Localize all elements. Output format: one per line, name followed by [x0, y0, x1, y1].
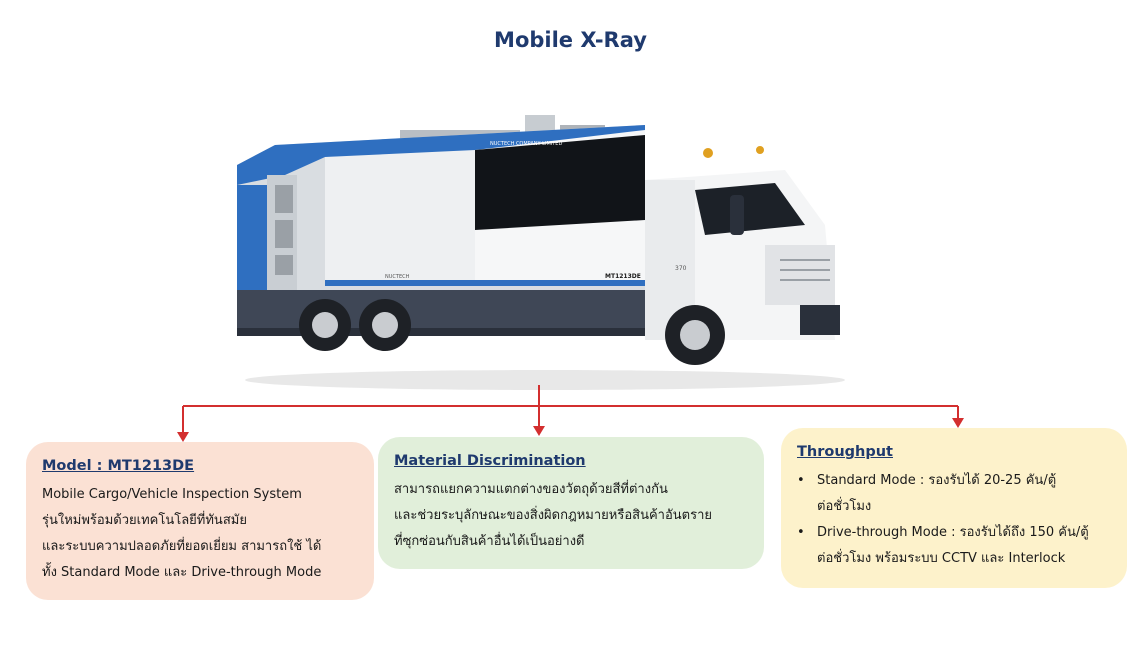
material-heading: Material Discrimination: [394, 453, 586, 469]
model-line-3: และระบบความปลอดภัยที่ยอดเยี่ยม สามารถใช้…: [42, 539, 322, 554]
arrow-down-left-icon: [177, 432, 189, 442]
material-line-2: และช่วยระบุลักษณะของสิ่งผิดกฎหมายหรือสิน…: [394, 508, 712, 523]
throughput-item-standard: • Standard Mode : รองรับได้ 20-25 คัน/ตู…: [797, 468, 1111, 520]
throughput-list: • Standard Mode : รองรับได้ 20-25 คัน/ตู…: [797, 468, 1111, 572]
model-line-1: Mobile Cargo/Vehicle Inspection System: [42, 487, 302, 502]
material-discrimination-card: Material Discrimination สามารถแยกความแตก…: [378, 437, 764, 569]
mobile-xray-truck-image: NUCTECH COMPANY LIMITED MT1213DE NUCTECH…: [237, 115, 845, 390]
truck-brand-text: NUCTECH: [385, 274, 410, 280]
page-title: Mobile X-Ray: [494, 28, 647, 52]
model-line-4: ทั้ง Standard Mode และ Drive-through Mod…: [42, 565, 322, 580]
throughput-item-line-1: Drive-through Mode : รองรับได้ถึง 150 คั…: [817, 525, 1089, 540]
throughput-item-line-2: ต่อชั่วโมง พร้อมระบบ CCTV และ Interlock: [817, 551, 1066, 566]
material-line-1: สามารถแยกความแตกต่างของวัตถุด้วยสีที่ต่า…: [394, 482, 668, 497]
throughput-card: Throughput • Standard Mode : รองรับได้ 2…: [781, 428, 1127, 588]
truck-model-plate: MT1213DE: [605, 273, 641, 280]
throughput-item-drive-through: • Drive-through Mode : รองรับได้ถึง 150 …: [797, 520, 1111, 572]
truck-cab-number: 370: [675, 265, 687, 272]
throughput-item-line-2: ต่อชั่วโมง: [817, 499, 872, 514]
arrow-down-right-icon: [952, 418, 964, 428]
material-line-3: ที่ซุกซ่อนกับสินค้าอื่นได้เป็นอย่างดี: [394, 534, 585, 549]
bullet-icon: •: [797, 525, 805, 540]
arrow-down-center-icon: [533, 426, 545, 436]
throughput-item-line-1: Standard Mode : รองรับได้ 20-25 คัน/ตู้: [817, 473, 1057, 488]
truck-company-text: NUCTECH COMPANY LIMITED: [490, 141, 562, 147]
model-line-2: รุ่นใหม่พร้อมด้วยเทคโนโลยีที่ทันสมัย: [42, 513, 247, 528]
throughput-heading: Throughput: [797, 444, 893, 460]
bullet-icon: •: [797, 473, 805, 488]
model-heading: Model : MT1213DE: [42, 458, 195, 474]
model-card: Model : MT1213DE Mobile Cargo/Vehicle In…: [26, 442, 374, 600]
